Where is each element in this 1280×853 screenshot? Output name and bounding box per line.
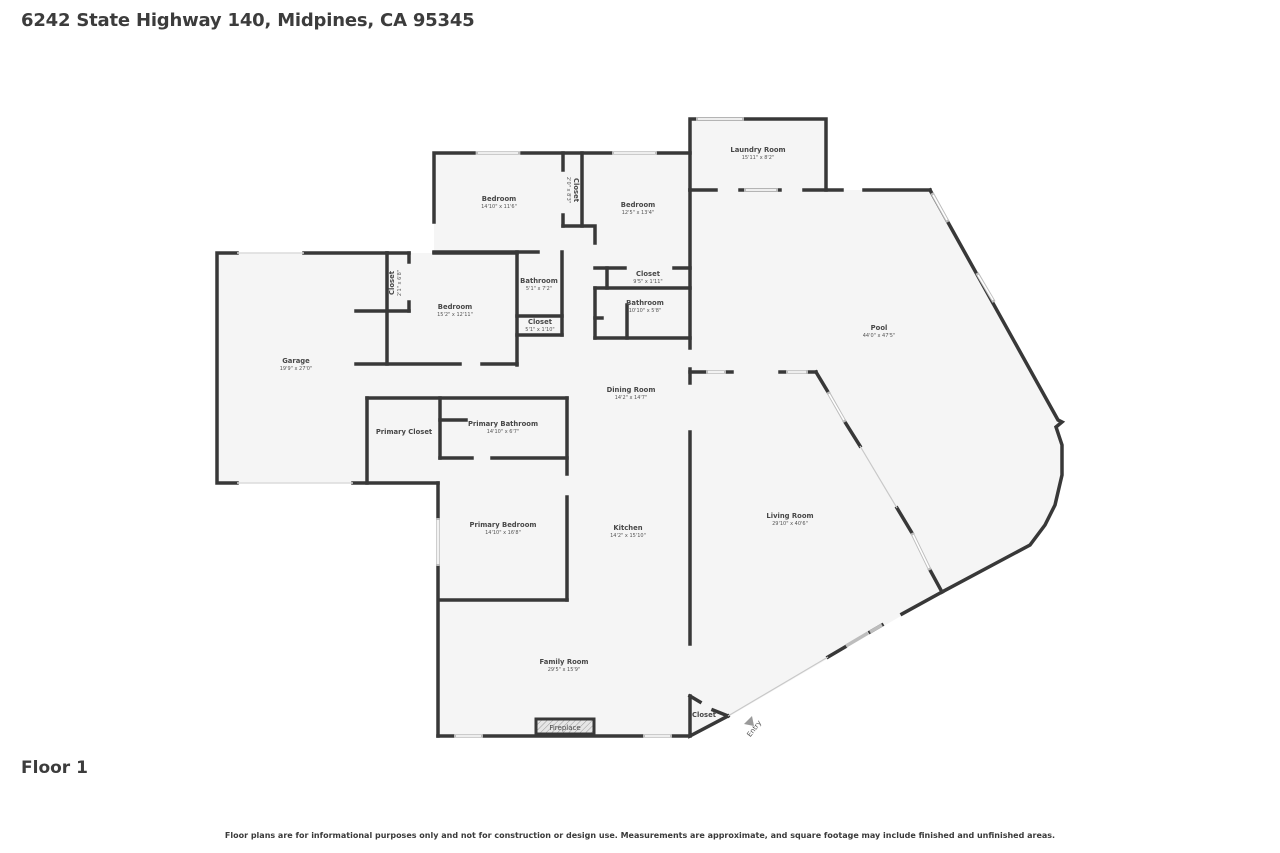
- property-address: 6242 State Highway 140, Midpines, CA 953…: [21, 10, 475, 31]
- room-dims: 2'1" x 6'8": [397, 270, 403, 296]
- room-closet-entry: Closet: [692, 711, 717, 719]
- room-dims: 5'1" x 7'2": [526, 286, 552, 292]
- room-name: Primary Closet: [376, 428, 433, 436]
- room-dims: 14'10" x 11'6": [481, 204, 517, 210]
- disclaimer: Floor plans are for informational purpos…: [224, 831, 1056, 840]
- room-name: Primary Bathroom: [468, 420, 538, 428]
- room-name: Kitchen: [613, 524, 642, 532]
- room-name: Bedroom: [438, 303, 472, 311]
- room-dims: 14'10" x 16'8": [485, 530, 521, 536]
- room-name: Closet: [636, 270, 661, 278]
- room-name: Garage: [282, 357, 310, 365]
- room-bedroom-n: Bedroom 12'5" x 13'4": [621, 201, 655, 216]
- room-family: Family Room 29'5" x 15'9": [539, 658, 588, 673]
- room-dims: 14'2" x 15'10": [610, 533, 646, 539]
- room-dims: 14'10" x 6'7": [487, 429, 520, 435]
- room-closet-w: Closet 5'1" x 1'10": [525, 318, 554, 333]
- room-dims: 5'1" x 1'10": [525, 327, 554, 333]
- room-name: Living Room: [766, 512, 813, 520]
- room-bedroom-nw: Bedroom 14'10" x 11'6": [481, 195, 517, 210]
- entry-marker: Entry: [744, 716, 763, 739]
- room-dims: 44'0" x 47'5": [863, 333, 896, 339]
- room-primary-bathroom: Primary Bathroom 14'10" x 6'7": [468, 420, 538, 435]
- entry-arrow-icon: [744, 716, 754, 726]
- room-laundry: Laundry Room 15'11" x 8'2": [730, 146, 785, 161]
- floor-fill: [217, 119, 1062, 736]
- room-primary-closet: Primary Closet: [376, 428, 433, 436]
- room-closet-garage: Closet 2'1" x 6'8": [388, 270, 403, 296]
- room-dining: Dining Room 14'2" x 14'7": [607, 386, 656, 401]
- fireplace-label: Fireplace: [549, 724, 580, 732]
- room-name: Closet: [692, 711, 717, 719]
- room-dims: 29'10" x 40'6": [772, 521, 808, 527]
- room-primary-bedroom: Primary Bedroom 14'10" x 16'8": [470, 521, 537, 536]
- room-pool: Pool 44'0" x 47'5": [863, 324, 896, 339]
- room-closet-n: Closet 9'5" x 1'11": [633, 270, 662, 285]
- windows: [237, 117, 996, 738]
- room-dims: 14'2" x 14'7": [615, 395, 648, 401]
- room-labels: Laundry Room 15'11" x 8'2" Bedroom 14'10…: [280, 146, 896, 719]
- room-name: Bathroom: [520, 277, 558, 285]
- room-name: Family Room: [539, 658, 588, 666]
- room-name: Closet: [572, 178, 580, 203]
- room-dims: 9'5" x 1'11": [633, 279, 662, 285]
- room-name: Primary Bedroom: [470, 521, 537, 529]
- fireplace: Fireplace: [534, 717, 596, 736]
- room-name: Laundry Room: [730, 146, 785, 154]
- room-dims: 12'5" x 13'4": [622, 210, 655, 216]
- room-bathroom-w: Bathroom 5'1" x 7'2": [520, 277, 558, 292]
- room-name: Closet: [528, 318, 553, 326]
- room-bedroom-w: Bedroom 15'2" x 12'11": [437, 303, 473, 318]
- room-name: Dining Room: [607, 386, 656, 394]
- room-dims: 10'10" x 5'8": [629, 308, 662, 314]
- room-dims: 15'2" x 12'11": [437, 312, 473, 318]
- room-living: Living Room 29'10" x 40'6": [766, 512, 813, 527]
- room-name: Closet: [388, 270, 396, 295]
- room-name: Bathroom: [626, 299, 664, 307]
- room-bathroom-n: Bathroom 10'10" x 5'8": [626, 299, 664, 314]
- room-dims: 29'5" x 15'9": [548, 667, 581, 673]
- room-dims: 2'0" x 8'3": [565, 177, 571, 203]
- room-closet-nw: Closet 2'0" x 8'3": [565, 177, 580, 203]
- room-dims: 19'9" x 27'0": [280, 366, 313, 372]
- room-dims: 15'11" x 8'2": [742, 155, 775, 161]
- room-garage: Garage 19'9" x 27'0": [280, 357, 313, 372]
- room-kitchen: Kitchen 14'2" x 15'10": [610, 524, 646, 539]
- room-name: Pool: [871, 324, 888, 332]
- room-name: Bedroom: [621, 201, 655, 209]
- room-name: Bedroom: [482, 195, 516, 203]
- floor-label: Floor 1: [21, 758, 88, 778]
